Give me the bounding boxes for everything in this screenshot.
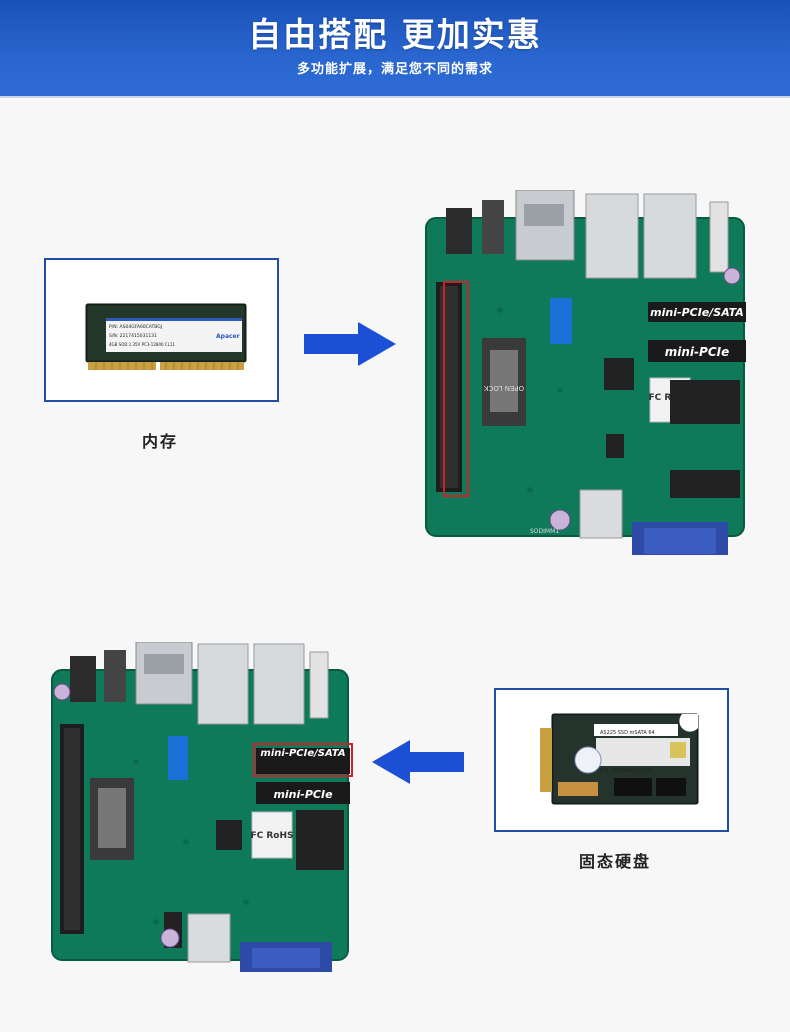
memory-caption: 内存 xyxy=(141,432,178,451)
slot-label-bottom-2: mini-PCIe xyxy=(273,788,333,801)
mainboard-image-memory: OPEN LOCK mini-PCIe/SATA mini-PCIe FC Ro… xyxy=(425,190,746,555)
memory-photo-frame: P/N: AS04GFA60CATBGJ S/N: 2217415031131 … xyxy=(44,258,279,402)
memory-brand-label: Apacer xyxy=(216,333,240,340)
memory-module-image: P/N: AS04GFA60CATBGJ S/N: 2217415031131 … xyxy=(85,303,247,370)
header-banner: 自由搭配 更加实惠 多功能扩展，满足您不同的需求 xyxy=(0,0,790,98)
ssd-model-label: AS225 SSD mSATA 64 xyxy=(600,730,655,736)
memory-sn-label: S/N: 2217415031131 xyxy=(109,333,157,339)
sim-label: OPEN LOCK xyxy=(483,384,524,392)
mainboard-image-ssd: mini-PCIe/SATA mini-PCIe FC RoHS xyxy=(51,642,353,972)
ssd-pn-label: P/N: AP64GMSA3225 xyxy=(600,768,652,774)
memory-pn-label: P/N: AS04GFA60CATBGJ xyxy=(109,324,162,330)
right-arrow-icon xyxy=(304,322,396,366)
ssd-module-image: AS225 SSD mSATA 64 P/N: AP64GMSA3225 xyxy=(540,713,699,805)
slot-label-bottom: mini-PCIe xyxy=(665,345,729,359)
page-subtitle: 多功能扩展，满足您不同的需求 xyxy=(296,62,493,77)
sodimm-label: SODIMM1 xyxy=(530,528,559,535)
memory-spec-label: 4GB SOD 1.35V PC3-12800 CL11 xyxy=(109,342,175,347)
left-arrow-icon xyxy=(372,740,464,784)
ssd-caption: 固态硬盘 xyxy=(578,852,651,871)
slot-label-top: mini-PCIe/SATA xyxy=(650,306,744,319)
cert-label-2: FC RoHS xyxy=(250,831,293,841)
slot-label-top-2: mini-PCIe/SATA xyxy=(260,748,345,759)
page-title: 自由搭配 更加实惠 xyxy=(248,15,542,54)
ssd-photo-frame: AS225 SSD mSATA 64 P/N: AP64GMSA3225 xyxy=(494,688,729,832)
